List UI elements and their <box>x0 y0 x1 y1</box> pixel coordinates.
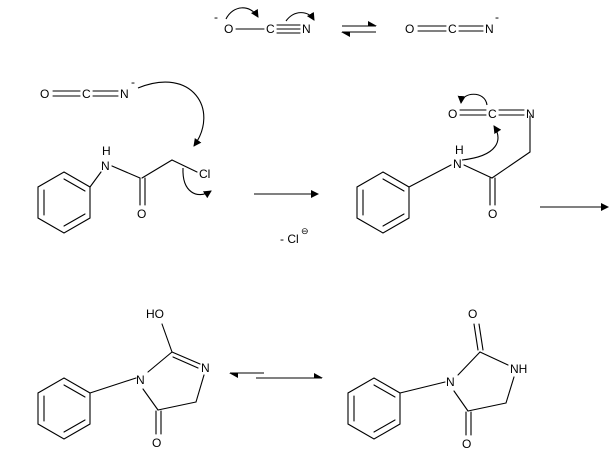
int-carbonyl-to-ch2-bond <box>491 151 531 179</box>
c2-to-nh-bond <box>479 351 509 366</box>
c2-o-double-2 <box>478 323 484 351</box>
nucleophile-minus: - <box>131 75 135 89</box>
ring1-inner-bond-b <box>63 213 86 227</box>
ring4-inner-bond-c <box>373 384 396 398</box>
curved-arrow-cn-to-o <box>457 93 488 106</box>
ring-n1: N <box>136 373 145 387</box>
ring1-inner-bond-c <box>63 178 86 192</box>
cyanate-minus: - <box>214 10 218 24</box>
ring2-inner-bond-c <box>382 178 405 192</box>
ring3-to-n-bond <box>89 377 137 394</box>
intermediate-iso-carbon: C <box>488 107 497 121</box>
intermediate-amide-h: H <box>455 143 464 157</box>
ring2-to-n-bond <box>408 164 452 188</box>
chloride-charge: ⊖ <box>301 226 309 236</box>
phenylhydantoin: N O NH O <box>347 307 527 451</box>
intermediate-carbonyl-oxygen: O <box>488 207 497 221</box>
equilibrium-arrows-top <box>341 21 377 37</box>
ch2-to-c5-bond <box>157 401 197 411</box>
carbonyl-oxygen: O <box>137 207 146 221</box>
int-n-to-carbonyl-bond <box>463 164 493 179</box>
intermediate-amide-n: N <box>453 157 462 171</box>
hydroxy-group: HO <box>146 307 164 321</box>
hydroxy-imidazolone: N N HO O <box>37 307 210 450</box>
ring4-inner-bond-b <box>373 419 396 433</box>
benzene-ring-3 <box>37 377 91 440</box>
n1-to-c2-bond <box>147 351 173 373</box>
chlorine: Cl <box>199 167 210 181</box>
amide-n: N <box>101 159 110 173</box>
isocyanate-nitrogen: N <box>485 22 494 36</box>
c2-to-oh-bond <box>161 323 173 353</box>
isocyanate-nucleophile: O C N - <box>40 75 205 147</box>
cyanate-nitrogen: N <box>302 22 311 36</box>
c2-n3-double-1 <box>171 351 201 365</box>
isocyanate-resonance-right: O C N - <box>405 10 499 36</box>
reaction-arrow-1: - Cl ⊖ <box>254 190 319 246</box>
hydantoin-n1: N <box>446 375 455 389</box>
curved-arrow-o-to-c <box>225 7 259 20</box>
ring-carbonyl-oxygen: O <box>152 436 161 450</box>
isocyanate-carbon: C <box>448 22 457 36</box>
ch2-to-c4-bond <box>467 402 507 412</box>
intermediate-iso-oxygen: O <box>448 107 457 121</box>
n-to-carbonyl-bond <box>111 165 141 179</box>
c2-n3-double-2 <box>172 356 199 369</box>
cyanate-resonance-left: - O C N <box>214 7 315 36</box>
benzene-ring-2 <box>356 171 410 234</box>
cyanate-oxygen: O <box>224 22 233 36</box>
chloride-byproduct: - Cl <box>280 232 299 246</box>
nucleophile-nitrogen: N <box>120 87 129 101</box>
n3-to-ch2-bond <box>195 374 205 403</box>
c4-to-n1-bond <box>453 390 469 412</box>
n1-to-c2-bond-h <box>457 351 481 376</box>
ring3-inner-bond-c <box>63 384 86 398</box>
equilibrium-arrows-bottom <box>229 372 323 379</box>
curved-arrow-triple-to-n <box>285 11 315 22</box>
c5-to-n1-bond <box>142 388 159 411</box>
c2-o-double-1 <box>473 323 479 351</box>
curved-arrow-nh-attacks-c <box>461 125 502 161</box>
ring4-to-n-bond <box>399 381 446 394</box>
chloroacetanilide: H N O Cl <box>37 144 212 234</box>
hydantoin-nh: NH <box>510 362 527 376</box>
carbonyl-to-ch2-bond <box>141 159 173 179</box>
amide-h: H <box>102 144 111 158</box>
isocyanate-minus: - <box>495 10 499 24</box>
intermediate-iso-nitrogen: N <box>526 107 535 121</box>
isocyanate-oxygen: O <box>405 22 414 36</box>
nucleophile-oxygen: O <box>40 87 49 101</box>
ch2-to-cl-bond <box>171 159 198 173</box>
nh-to-ch2-bond <box>505 376 515 404</box>
benzene-ring-1 <box>37 171 91 234</box>
curved-arrow-n-attacks-ch2 <box>137 81 205 147</box>
ring3-inner-bond-b <box>63 419 86 433</box>
hydantoin-top-oxygen: O <box>468 307 477 321</box>
curved-arrow-cl-leaves <box>182 167 212 199</box>
hydantoin-bottom-oxygen: O <box>462 437 471 451</box>
nucleophile-carbon: C <box>82 87 91 101</box>
benzene-ring-4 <box>347 377 401 440</box>
ring-n3: N <box>201 361 210 375</box>
ring2-inner-bond-b <box>382 213 405 227</box>
isocyanate-intermediate: H N O O C N <box>356 93 535 234</box>
cyanate-carbon: C <box>266 22 275 36</box>
ring1-to-n-bond <box>89 171 102 188</box>
